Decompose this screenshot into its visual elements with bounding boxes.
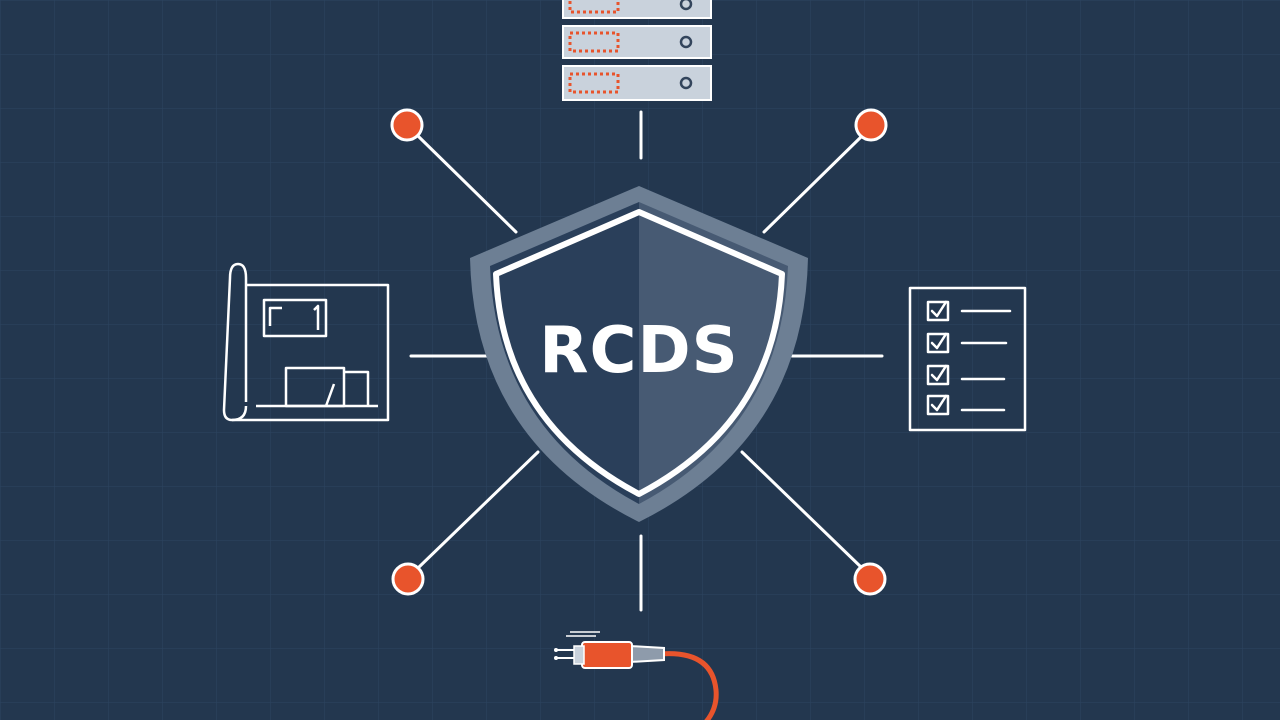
- shield-label: RCDS: [539, 314, 738, 388]
- shield-emblem: RCDS: [470, 186, 808, 522]
- server-rack-icon: [562, 0, 712, 101]
- shield-right-half: [639, 202, 788, 504]
- connector-bottom-right: [740, 450, 864, 570]
- cable-plug-icon: [554, 631, 719, 720]
- checklist-icon: [908, 286, 1027, 432]
- blueprint-floorplan-icon: [222, 262, 390, 422]
- endpoint-dot-bottom-right: [853, 562, 887, 596]
- shield-inner-outline: [493, 209, 785, 497]
- connector-top-right: [762, 134, 864, 234]
- shield-left-half: [490, 202, 639, 504]
- server-unit: [562, 0, 712, 19]
- endpoint-dot-bottom-left: [391, 562, 425, 596]
- connector-lines: [409, 110, 884, 612]
- endpoint-dot-top-right: [854, 108, 888, 142]
- connector-top-left: [416, 134, 518, 234]
- endpoint-dot-top-left: [390, 108, 424, 142]
- connector-bottom-left: [416, 450, 540, 570]
- server-unit: [562, 25, 712, 59]
- endpoint-dots: [390, 108, 888, 596]
- server-unit: [562, 65, 712, 101]
